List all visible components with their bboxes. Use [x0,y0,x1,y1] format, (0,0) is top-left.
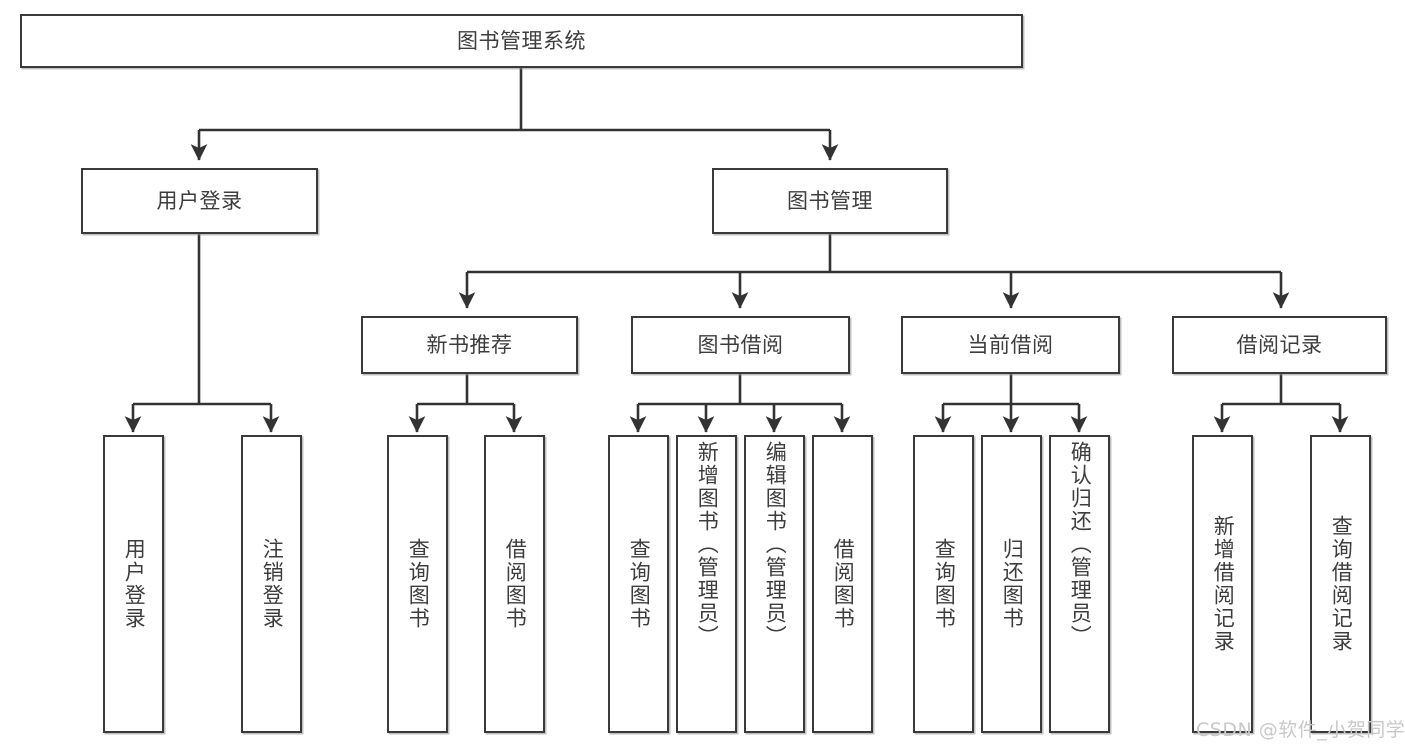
leaf-new-book-query-book[interactable]: 查询图书 [387,435,448,733]
node-book-borrow[interactable]: 图书借阅 [631,316,850,374]
node-label: 编辑图书（管理员） [763,441,788,648]
node-new-book-recommend[interactable]: 新书推荐 [361,316,578,374]
node-label: 查询图书 [627,538,652,630]
node-current-borrow[interactable]: 当前借阅 [901,316,1120,374]
node-label: 查询图书 [932,538,957,630]
node-label: 借阅记录 [1236,332,1323,357]
leaf-current-borrow-query-book[interactable]: 查询图书 [913,435,974,733]
node-label: 查询借阅记录 [1329,515,1354,653]
leaf-current-borrow-confirm-return-admin[interactable]: 确认归还（管理员） [1049,435,1110,733]
leaf-user-login-logout[interactable]: 注销登录 [241,435,302,733]
csdn-watermark: CSDN @软件_小贺同学 [1196,719,1405,741]
node-label: 借阅图书 [831,538,856,630]
node-label: 用户登录 [122,538,147,630]
node-label: 用户登录 [156,188,243,213]
leaf-book-borrow-query-book[interactable]: 查询图书 [608,435,669,733]
leaf-book-borrow-add-book-admin[interactable]: 新增图书（管理员） [676,435,737,733]
node-label: 图书管理 [787,188,873,213]
node-book-management[interactable]: 图书管理 [712,168,948,234]
leaf-borrow-record-add-record[interactable]: 新增借阅记录 [1192,435,1253,733]
node-root-library-system[interactable]: 图书管理系统 [20,14,1023,68]
node-label: 图书管理系统 [457,28,586,53]
node-label: 借阅图书 [503,538,528,630]
leaf-new-book-borrow-book[interactable]: 借阅图书 [484,435,545,733]
leaf-current-borrow-return-book[interactable]: 归还图书 [981,435,1042,733]
leaf-borrow-record-query-record[interactable]: 查询借阅记录 [1310,435,1371,733]
node-label: 归还图书 [1000,538,1025,630]
node-label: 注销登录 [260,538,285,630]
node-label: 新增图书（管理员） [695,441,720,648]
node-label: 确认归还（管理员） [1068,441,1093,648]
node-label: 新书推荐 [426,332,513,357]
leaf-book-borrow-borrow-book[interactable]: 借阅图书 [812,435,873,733]
node-borrow-record[interactable]: 借阅记录 [1172,316,1387,374]
leaf-book-borrow-edit-book-admin[interactable]: 编辑图书（管理员） [744,435,805,733]
node-label: 图书借阅 [697,332,784,357]
node-label: 新增借阅记录 [1211,515,1236,653]
leaf-user-login-login[interactable]: 用户登录 [103,435,164,733]
node-user-login[interactable]: 用户登录 [81,168,318,234]
node-label: 当前借阅 [967,332,1054,357]
node-label: 查询图书 [406,538,431,630]
